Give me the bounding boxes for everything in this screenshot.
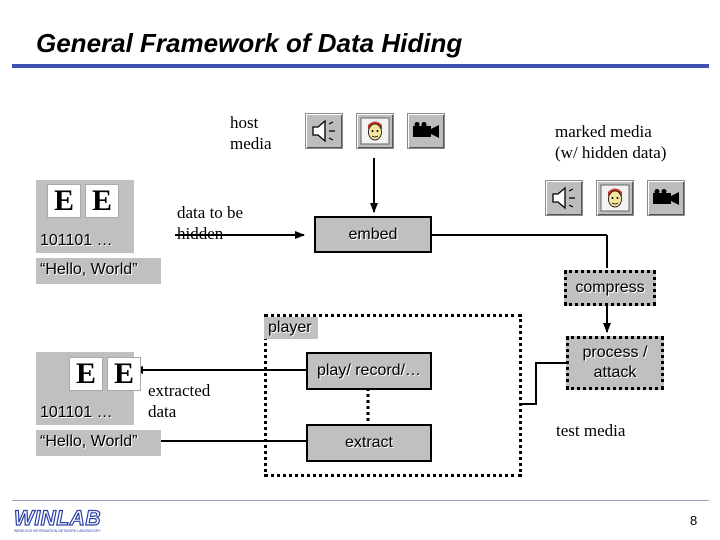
winlab-logo-text: WINLAB (13, 507, 101, 530)
footer-rule (12, 500, 709, 501)
marked-media-label: marked media (w/ hidden data) (555, 122, 667, 162)
extracted-data-label: extracted data (148, 381, 211, 421)
e-glyph: E (47, 184, 81, 218)
player-label-panel (264, 317, 318, 339)
e-glyph: E (107, 357, 141, 391)
extract-box: extract (306, 424, 432, 462)
host-media-label: host media (230, 113, 272, 153)
e-glyph: E (69, 357, 103, 391)
process-to-player-line (519, 362, 566, 405)
embed-box: embed (314, 216, 432, 253)
extracted-text-panel (36, 430, 161, 456)
speaker-icon (305, 113, 343, 149)
winlab-logo-subtitle: WIRELESS INFORMATION NETWORK LABORATORY (14, 529, 101, 533)
winlab-logo: WINLAB WIRELESS INFORMATION NETWORK LABO… (13, 507, 118, 536)
face-icon (356, 113, 394, 149)
speaker-icon (545, 180, 583, 216)
page-number: 8 (690, 513, 698, 528)
e-glyph: E (85, 184, 119, 218)
page-title: General Framework of Data Hiding (36, 28, 463, 58)
face-icon (596, 180, 634, 216)
play-record-box: play/ record/… (306, 352, 432, 390)
test-media-label: test media (556, 421, 626, 440)
extracted-text-label: “Hello, World” (40, 433, 138, 450)
player-container (264, 314, 522, 477)
ee-glyph-pair: E E (47, 184, 119, 218)
ee-glyph-pair: E E (69, 357, 141, 391)
data-to-be-hidden-label: data to be hidden (177, 203, 244, 243)
source-bits-label: 101101 … (40, 232, 113, 249)
source-text-label: “Hello, World” (40, 261, 138, 278)
video-camera-icon (407, 113, 445, 149)
process-attack-box: process / attack (566, 336, 664, 390)
source-text-panel (36, 258, 161, 284)
extracted-bits-label: 101101 … (40, 404, 113, 421)
title-underline (12, 64, 709, 68)
video-camera-icon (647, 180, 685, 216)
player-label: player (268, 319, 312, 336)
compress-box: compress (564, 270, 656, 306)
